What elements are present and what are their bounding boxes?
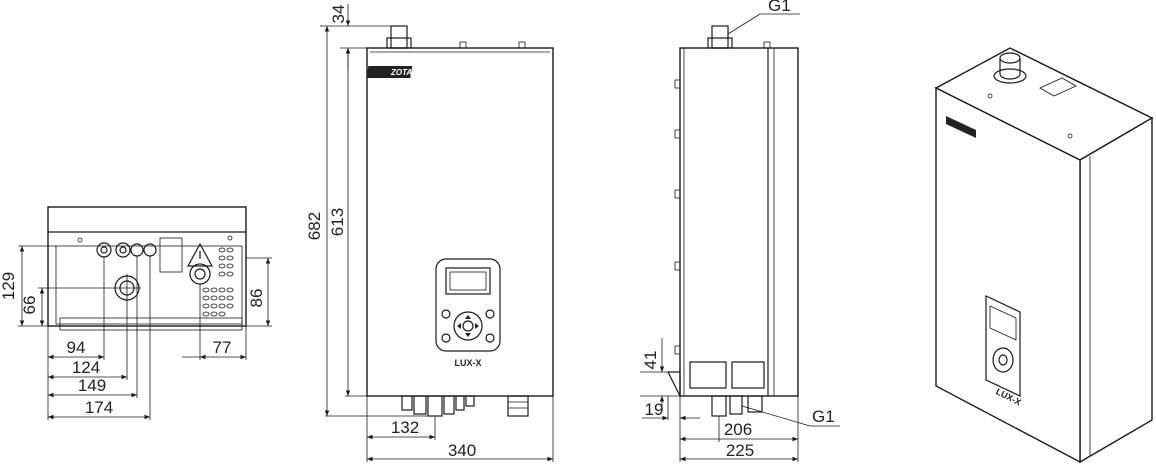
bottom-view: 129 66 86 94 77 124 149 174 bbox=[0, 206, 272, 420]
iso-top-stud bbox=[1067, 133, 1073, 139]
arrow-right-icon bbox=[475, 323, 479, 329]
dim-label-66: 66 bbox=[20, 296, 39, 315]
front-panel bbox=[366, 47, 554, 397]
bottom-view-outline bbox=[47, 206, 247, 327]
top-stud bbox=[518, 41, 526, 49]
dim-label-77: 77 bbox=[213, 338, 232, 357]
top-stud bbox=[459, 41, 467, 49]
iso-control-panel bbox=[985, 295, 1021, 397]
side-bottom-gland bbox=[729, 395, 743, 415]
arrow-up-icon bbox=[465, 315, 471, 319]
g1-bottom-leader bbox=[741, 405, 811, 427]
screw bbox=[77, 237, 83, 243]
iso-lcd-display bbox=[989, 305, 1017, 341]
dim-label-132: 132 bbox=[391, 418, 419, 437]
top-pipe-nut bbox=[386, 37, 412, 49]
ok-button bbox=[462, 320, 474, 332]
g1-bottom-label: G1 bbox=[812, 407, 835, 426]
side-view: G1 G1 41 19 206 225 bbox=[640, 0, 840, 462]
arrow-left-icon bbox=[457, 323, 461, 329]
side-bottom-pipe bbox=[711, 395, 727, 417]
screw bbox=[227, 235, 233, 241]
top-pipe bbox=[390, 25, 408, 49]
arrow-down-icon bbox=[465, 333, 471, 337]
drain-connection-inner bbox=[194, 268, 206, 280]
dim-label-225: 225 bbox=[726, 441, 754, 460]
vent-slots bbox=[202, 247, 234, 317]
navigation-dial bbox=[453, 311, 483, 341]
iso-navigation-dial bbox=[992, 347, 1014, 373]
terminal-block bbox=[159, 237, 183, 273]
iso-top-stud bbox=[987, 93, 993, 99]
side-window-1 bbox=[689, 361, 727, 389]
front-view-extension-lines bbox=[320, 25, 554, 462]
dim-label-19: 19 bbox=[645, 400, 664, 419]
side-window-2 bbox=[731, 361, 765, 389]
dim-label-86: 86 bbox=[247, 289, 266, 308]
power-button bbox=[485, 333, 495, 343]
wall-mount-tabs bbox=[674, 79, 681, 355]
dim-label-174: 174 bbox=[85, 398, 113, 417]
dim-label-129: 129 bbox=[0, 272, 18, 300]
side-top-stud bbox=[763, 41, 771, 49]
dim-label-34: 34 bbox=[329, 5, 348, 24]
menu-button bbox=[441, 309, 451, 319]
cable-gland-2 bbox=[115, 242, 131, 258]
dim-label-94: 94 bbox=[67, 338, 86, 357]
dim-label-149: 149 bbox=[78, 376, 106, 395]
iso-top-pipe bbox=[999, 58, 1021, 80]
iso-right-face bbox=[1079, 116, 1153, 464]
side-body bbox=[679, 47, 799, 397]
brand-logo: ZOTA bbox=[390, 68, 412, 77]
dim-label-41: 41 bbox=[641, 351, 660, 370]
model-label: LUX-X bbox=[455, 358, 482, 368]
dim-label-340: 340 bbox=[448, 441, 476, 460]
side-top-pipe bbox=[711, 25, 729, 49]
control-panel bbox=[435, 258, 501, 352]
iso-brand-logo-badge bbox=[946, 116, 976, 138]
side-bottom-gland-2 bbox=[747, 395, 763, 413]
warning-icon bbox=[186, 242, 214, 267]
cable-gland-2-hole bbox=[119, 246, 127, 254]
dim-label-613: 613 bbox=[328, 208, 347, 236]
dim-label-206: 206 bbox=[724, 420, 752, 439]
function-button bbox=[441, 333, 451, 343]
g1-top-label: G1 bbox=[768, 0, 791, 15]
g1-top-leader bbox=[727, 13, 761, 35]
lcd-display-screen bbox=[449, 271, 487, 291]
side-top-pipe-nut bbox=[707, 37, 733, 49]
back-button bbox=[485, 309, 495, 319]
isometric-view: LUX-X bbox=[934, 47, 1154, 464]
lcd-display bbox=[445, 267, 491, 295]
bottom-plate bbox=[55, 245, 243, 325]
bottom-flange bbox=[59, 317, 243, 331]
iso-ok-button bbox=[998, 354, 1008, 366]
cable-gland-1-hole bbox=[100, 246, 108, 254]
iso-top-pipe-nut bbox=[993, 68, 1027, 84]
dim-label-124: 124 bbox=[72, 358, 100, 377]
bottom-glands bbox=[401, 395, 529, 417]
dim-label-682: 682 bbox=[305, 212, 324, 240]
iso-front-face bbox=[935, 86, 1081, 464]
iso-top-plate bbox=[1039, 77, 1077, 97]
side-bracket bbox=[667, 371, 681, 397]
brand-logo-badge bbox=[366, 66, 413, 78]
front-view: ZOTA LUX-X bbox=[305, 4, 554, 462]
bottom-view-extension-lines bbox=[18, 245, 272, 420]
